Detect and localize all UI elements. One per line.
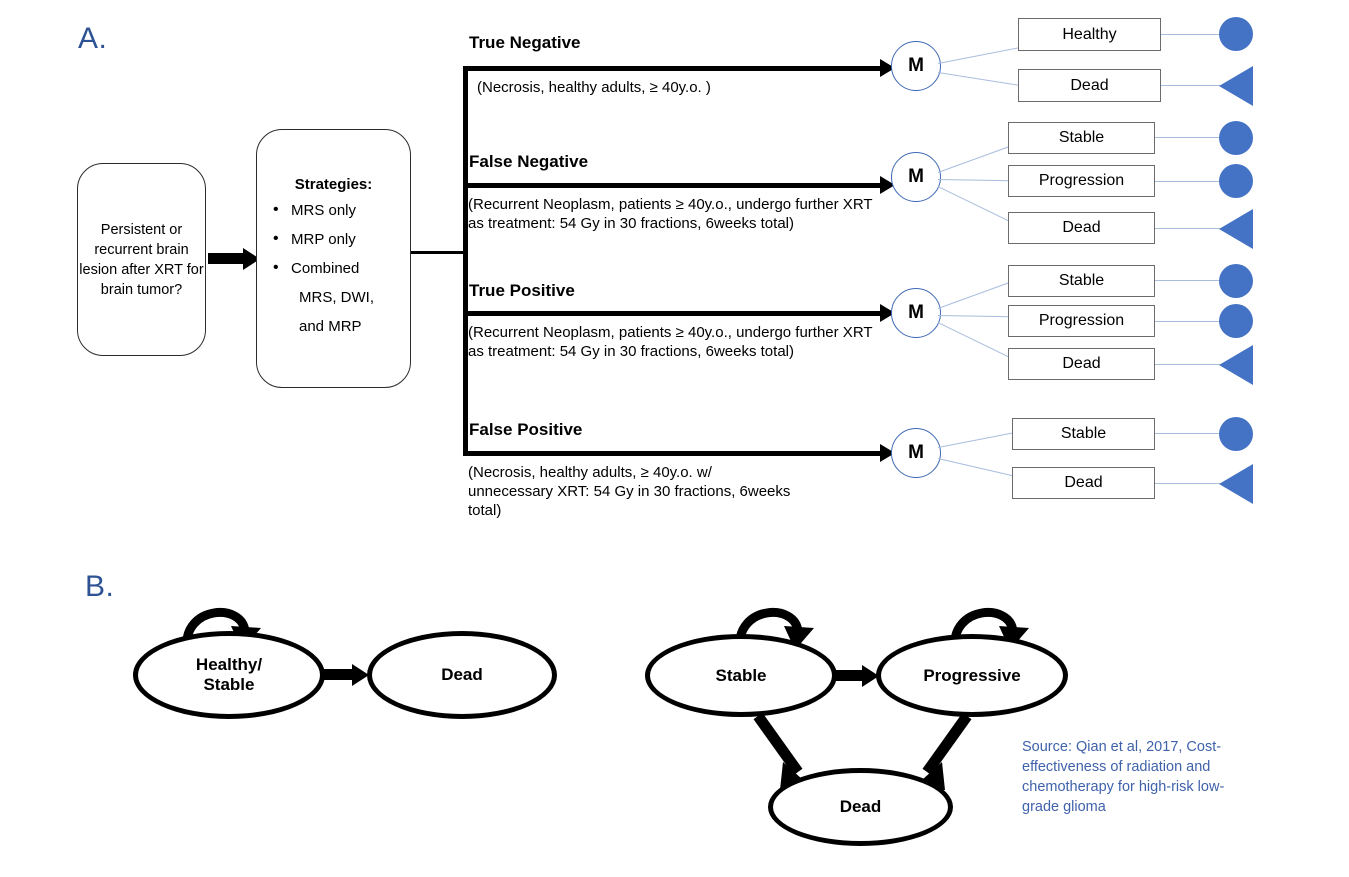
terminal-circle-1-1	[1219, 164, 1253, 198]
branch-2-arrow-shaft	[466, 311, 884, 316]
connector-m3-to-outcome-1	[937, 458, 1017, 478]
markov-node-1[interactable]: M	[891, 152, 941, 202]
bullet-icon: •	[273, 201, 279, 218]
connector-outcome-2-2-to-terminal	[1155, 364, 1220, 366]
branch-3-label: False Positive	[469, 420, 583, 439]
connector-outcome-3-1-to-terminal	[1155, 483, 1220, 485]
terminal-circle-0-0	[1219, 17, 1253, 51]
connector-m3-to-outcome-0	[937, 432, 1015, 449]
strategy-item-0-label: MRS only	[291, 202, 357, 219]
arrow-healthy-to-dead-head	[352, 664, 369, 686]
tree-feeder-line	[411, 251, 466, 254]
strategy-item-2: • Combined	[269, 259, 404, 277]
strategy-item-1: • MRP only	[269, 230, 404, 248]
connector-m2-to-outcome-0	[937, 282, 1009, 310]
state-ellipse-healthy-stable[interactable]: Healthy/Stable	[133, 631, 325, 719]
branch-0-arrow-shaft	[466, 66, 884, 71]
branch-0-label: True Negative	[469, 33, 581, 52]
source-citation: Source: Qian et al, 2017, Cost-effective…	[1022, 739, 1225, 815]
strategy-item-2-label: Combined	[291, 260, 360, 277]
terminal-triangle-0-1	[1219, 66, 1253, 106]
state-ellipse-stable[interactable]: Stable	[645, 634, 837, 717]
connector-m0-to-outcome-1	[937, 72, 1020, 87]
state-ellipse-progressive[interactable]: Progressive	[876, 634, 1068, 717]
bullet-icon: •	[273, 259, 279, 276]
outcome-box-2-1[interactable]: Progression	[1008, 305, 1155, 337]
state-label-stable: Stable	[715, 665, 767, 685]
branch-3-description-text: (Necrosis, healthy adults, ≥ 40y.o. w/ u…	[468, 464, 791, 519]
connector-outcome-1-2-to-terminal	[1155, 228, 1220, 230]
tree-trunk-line	[463, 66, 468, 456]
branch-2-label: True Positive	[469, 281, 575, 300]
strategy-item-0: • MRS only	[269, 201, 404, 219]
branch-1-arrow-shaft	[466, 183, 884, 188]
state-label-healthy-stable: Healthy/Stable	[195, 655, 263, 694]
connector-outcome-2-0-to-terminal	[1155, 280, 1220, 282]
state-ellipse-dead-right[interactable]: Dead	[768, 768, 953, 846]
branch-0-description: (Necrosis, healthy adults, ≥ 40y.o. )	[477, 78, 877, 97]
start-to-strategies-arrow-head	[243, 248, 260, 270]
connector-outcome-2-1-to-terminal	[1155, 321, 1220, 323]
terminal-circle-1-0	[1219, 121, 1253, 155]
branch-2-description-text: (Recurrent Neoplasm, patients ≥ 40y.o., …	[468, 324, 873, 360]
panel-b-label: B.	[85, 570, 115, 603]
state-label-dead-right: Dead	[839, 797, 882, 816]
outcome-box-0-1[interactable]: Dead	[1018, 69, 1161, 102]
strategies-list: • MRS only • MRP only • Combined MRS, DW…	[263, 201, 404, 335]
panel-a-label: A.	[78, 22, 108, 55]
connector-outcome-1-1-to-terminal	[1155, 181, 1220, 183]
terminal-triangle-2-2	[1219, 345, 1253, 385]
strategy-item-2-cont-line-2: and MRP	[299, 318, 362, 335]
connector-m1-to-outcome-1	[937, 179, 1012, 182]
arrow-stable-to-progressive-shaft	[832, 670, 864, 681]
connector-outcome-0-1-to-terminal	[1161, 85, 1220, 87]
branch-0-description-text: (Necrosis, healthy adults, ≥ 40y.o. )	[477, 79, 711, 96]
branch-2-description: (Recurrent Neoplasm, patients ≥ 40y.o., …	[468, 323, 878, 361]
state-label-progressive: Progressive	[923, 665, 1021, 685]
outcome-box-3-0[interactable]: Stable	[1012, 418, 1155, 450]
terminal-circle-2-1	[1219, 304, 1253, 338]
connector-outcome-1-0-to-terminal	[1155, 137, 1220, 139]
outcome-box-1-2[interactable]: Dead	[1008, 212, 1155, 244]
connector-m2-to-outcome-1	[937, 315, 1012, 318]
connector-m1-to-outcome-2	[937, 186, 1009, 222]
start-to-strategies-arrow-shaft	[208, 253, 244, 264]
outcome-box-0-0[interactable]: Healthy	[1018, 18, 1161, 51]
markov-node-3[interactable]: M	[891, 428, 941, 478]
outcome-box-2-2[interactable]: Dead	[1008, 348, 1155, 380]
branch-3-arrow-shaft	[466, 451, 884, 456]
terminal-circle-3-0	[1219, 417, 1253, 451]
markov-node-2[interactable]: M	[891, 288, 941, 338]
branch-1-description: (Recurrent Neoplasm, patients ≥ 40y.o., …	[468, 195, 878, 233]
terminal-circle-2-0	[1219, 264, 1253, 298]
connector-m0-to-outcome-0	[937, 47, 1019, 65]
connector-m2-to-outcome-2	[937, 322, 1009, 358]
arrow-healthy-to-dead-shaft	[322, 669, 354, 680]
outcome-box-1-1[interactable]: Progression	[1008, 165, 1155, 197]
branch-1-label: False Negative	[469, 152, 589, 171]
state-label-dead-left: Dead	[441, 665, 483, 684]
connector-outcome-3-0-to-terminal	[1155, 433, 1220, 435]
strategy-item-2-cont-line-1: MRS, DWI,	[299, 289, 374, 306]
start-question-text: Persistent or recurrent brain lesion aft…	[79, 221, 204, 298]
outcome-box-2-0[interactable]: Stable	[1008, 265, 1155, 297]
connector-outcome-0-0-to-terminal	[1161, 34, 1220, 36]
connector-m1-to-outcome-0	[937, 146, 1009, 174]
start-question-box: Persistent or recurrent brain lesion aft…	[77, 163, 206, 356]
markov-node-0[interactable]: M	[891, 41, 941, 91]
strategies-box: Strategies: • MRS only • MRP only • Comb…	[256, 129, 411, 388]
outcome-box-1-0[interactable]: Stable	[1008, 122, 1155, 154]
strategy-item-1-label: MRP only	[291, 231, 356, 248]
branch-3-description: (Necrosis, healthy adults, ≥ 40y.o. w/ u…	[468, 463, 798, 520]
branch-1-description-text: (Recurrent Neoplasm, patients ≥ 40y.o., …	[468, 196, 873, 232]
strategies-title: Strategies:	[294, 176, 373, 193]
state-ellipse-dead-left[interactable]: Dead	[367, 631, 557, 719]
outcome-box-3-1[interactable]: Dead	[1012, 467, 1155, 499]
arrow-stable-to-progressive-head	[862, 665, 879, 687]
terminal-triangle-3-1	[1219, 464, 1253, 504]
bullet-icon: •	[273, 230, 279, 247]
terminal-triangle-1-2	[1219, 209, 1253, 249]
